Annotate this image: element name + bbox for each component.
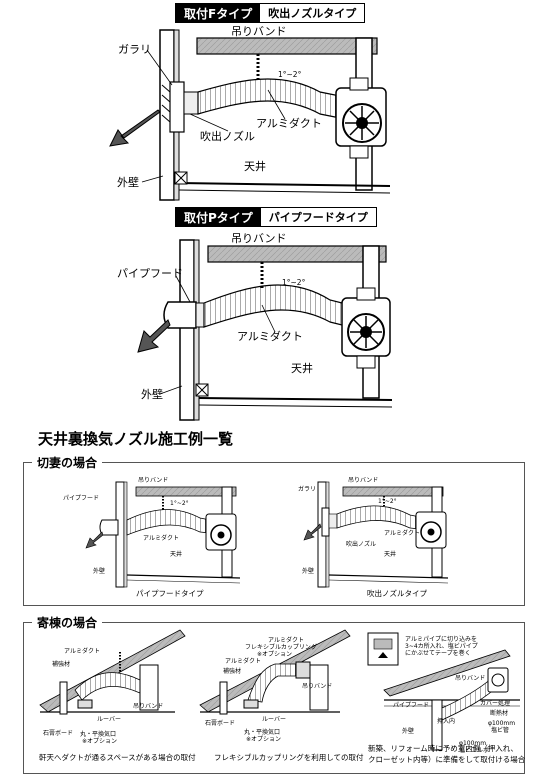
gable-right-hanger: 吊りバンド	[348, 477, 379, 484]
hip3-note1: アルミパイプに切り込みを	[405, 636, 477, 643]
gable-right-diagram	[303, 481, 449, 588]
hip2-reinforce: 補強材	[223, 668, 242, 675]
hip3-insulation: 断熱材	[490, 710, 509, 717]
hip3-cover: カバー処理	[480, 700, 511, 707]
hip1-option: ※オプション	[82, 738, 118, 745]
ceiling-line	[178, 182, 391, 187]
hip-diagram-3	[367, 632, 520, 751]
beam	[196, 37, 378, 55]
p-type-title: 取付Pタイプ	[176, 208, 261, 226]
gable-right-duct: アルミダクト	[384, 530, 420, 537]
hip2-duct2: アルミダクト	[225, 658, 261, 665]
hip1-duct: アルミダクト	[64, 648, 100, 655]
hip2-gypsum: 石膏ボード	[205, 720, 236, 727]
hip3-note3: にかぶせてテープを巻く	[405, 650, 471, 657]
beam	[207, 245, 387, 263]
gable-left-wall: 外壁	[93, 568, 106, 575]
duct-label: アルミダクト	[256, 117, 322, 130]
airflow-arrow	[109, 109, 161, 147]
hip3-wall: 外壁	[402, 728, 415, 735]
hip1-louver: ルーバー	[97, 716, 121, 723]
nozzle-label: 吹出ノズル	[200, 130, 255, 143]
f-type-subtitle: 吹出ノズルタイプ	[260, 4, 365, 22]
hip1-vent: 丸・平換気口	[80, 731, 117, 738]
louver	[169, 81, 185, 133]
hip2-coupling: フレキシブルカップリング	[245, 644, 317, 651]
gable-left-hood: パイプフード	[63, 495, 100, 502]
hip-title: 寄棟の場合	[32, 614, 103, 631]
hip1-caption: 軒天へダクトが通るスペースがある場合の取付	[39, 753, 196, 762]
hip2-vent: 丸・平換気口	[244, 729, 281, 736]
ceiling-label: 天井	[291, 362, 313, 375]
p-type-subtitle: パイプフードタイプ	[260, 208, 376, 226]
hip3-note2: 3~4カ所入れ、塩ビパイプ	[405, 643, 478, 650]
hip3-pipe2: φ100mm	[459, 740, 487, 747]
wall-label: 外壁	[141, 388, 163, 401]
diagram-f-type	[109, 29, 391, 201]
hip2-louver: ルーバー	[262, 716, 286, 723]
f-type-title: 取付Fタイプ	[176, 4, 261, 22]
angle-label: 1°~2°	[282, 278, 306, 287]
gable-right-louver: ガラリ	[298, 486, 317, 493]
hip2-caption: フレキシブルカップリングを利用しての取付	[214, 753, 364, 762]
hanger-label: 吊りバンド	[231, 232, 287, 245]
gable-right-caption: 吹出ノズルタイプ	[367, 589, 427, 598]
hip3-caption1: 新築、リフォーム時に予め室内側（押入れ、	[368, 744, 518, 753]
gable-right-angle: 1°~2°	[378, 498, 397, 505]
diagram-p-type	[137, 239, 393, 421]
hip3-caption2: クローゼット内等）に準備をして取付ける場合	[368, 755, 526, 764]
gable-right-wall: 外壁	[302, 568, 315, 575]
airflow-arrow	[137, 319, 171, 353]
hip1-reinforce: 補強材	[52, 661, 71, 668]
hip2-option2: ※オプション	[246, 736, 282, 743]
hanger-label: 吊りバンド	[231, 25, 287, 38]
gable-title: 切妻の場合	[32, 454, 103, 471]
gable-right-ceiling: 天井	[384, 551, 397, 558]
hip3-hanger: 吊りバンド	[455, 675, 486, 682]
f-type-tag: 取付Fタイプ 吹出ノズルタイプ	[175, 3, 366, 23]
hip3-pipe1: φ100mm	[488, 720, 516, 727]
hip2-hanger: 吊りバンド	[302, 683, 333, 690]
gable-left-ceiling: 天井	[170, 551, 183, 558]
hip2-option1: ※オプション	[257, 651, 293, 658]
hood-label: パイプフード	[117, 267, 183, 280]
hip3-closet: 押入内	[437, 718, 456, 725]
hip1-gypsum: 石膏ボード	[43, 730, 74, 737]
hip3-pipe1b: 塩ビ管	[491, 727, 510, 734]
gable-left-duct: アルミダクト	[143, 535, 179, 542]
hip-panel	[23, 622, 525, 774]
wall-label: 外壁	[117, 176, 139, 189]
pipe-hood	[163, 301, 197, 329]
aluminum-duct	[203, 284, 347, 328]
hip3-pipe2b: 塩ビエルボ	[459, 747, 490, 754]
gable-right-nozzle: 吹出ノズル	[346, 541, 377, 548]
hip2-duct: アルミダクト	[268, 637, 304, 644]
hip-diagram-2	[199, 629, 351, 715]
gable-panel	[23, 462, 525, 606]
p-type-tag: 取付Pタイプ パイプフードタイプ	[175, 207, 377, 227]
hip-diagram-1	[39, 629, 186, 715]
aluminum-duct	[197, 78, 341, 119]
ceiling-label: 天井	[244, 160, 266, 173]
duct-label: アルミダクト	[237, 330, 303, 343]
gable-left-hanger: 吊りバンド	[138, 477, 169, 484]
gable-left-angle: 1°~2°	[170, 500, 189, 507]
hip1-hanger: 吊りバンド	[133, 703, 164, 710]
hip3-hood: パイプフード	[393, 702, 430, 709]
louver-label: ガラリ	[118, 43, 151, 56]
gable-left-caption: パイプフードタイプ	[136, 589, 204, 598]
gable-left-diagram	[85, 481, 241, 588]
section-title: 天井裏換気ノズル施工例一覧	[38, 430, 234, 448]
angle-label: 1°~2°	[278, 70, 302, 79]
